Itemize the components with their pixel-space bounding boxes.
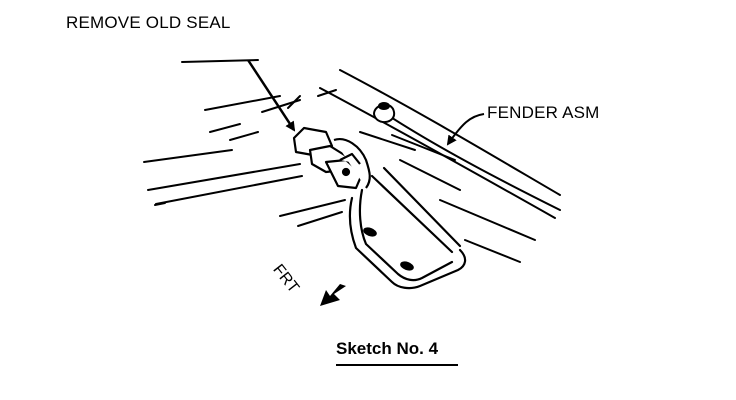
sketch-caption: Sketch No. 4	[336, 339, 439, 358]
front-direction-arrow-icon	[320, 284, 346, 306]
fender-asm-label: FENDER ASM	[487, 103, 600, 122]
mounting-bracket	[348, 166, 467, 290]
fender-asm-leader	[446, 113, 485, 146]
old-seal	[292, 126, 371, 190]
fender-outline	[319, 69, 561, 263]
remove-old-seal-label: REMOVE OLD SEAL	[66, 13, 231, 32]
fender-bolt	[372, 102, 396, 123]
remove-seal-leader	[246, 59, 296, 132]
body-panel-lines	[143, 59, 346, 227]
caption-underline	[336, 364, 458, 366]
